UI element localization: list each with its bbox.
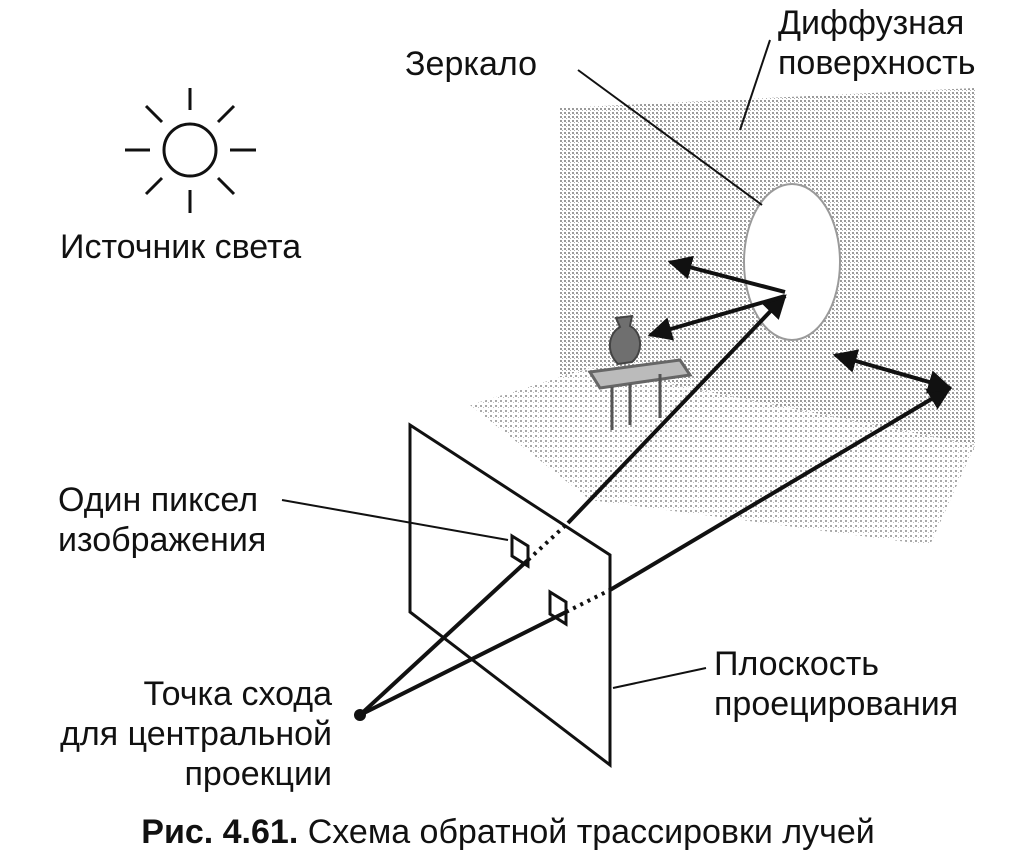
reflected-ray-2 [647,294,786,341]
pixel-leader [281,499,509,541]
table [587,358,693,430]
plane-leader [612,667,707,689]
ray-lower [359,386,953,717]
pixel-marker-upper [510,533,530,569]
diffuse-leader [739,39,771,131]
projection-plane-label-line2: проецирования [714,685,959,723]
caption-number: Рис. 4.61. [141,813,299,851]
vanishing-point-label-line1: Точка схода [143,675,333,713]
pixel-label-line2: изображения [58,521,267,559]
vanishing-point-label-line2: для центральной [60,715,332,753]
ray-upper [358,294,787,717]
floor [470,368,975,545]
diffuse-surface-label-line2: поверхность [778,44,976,82]
light-source-label: Источник света [60,228,302,266]
mirror [743,183,841,341]
diffuse-ray [832,349,953,394]
vanishing-point [354,709,366,721]
caption-text: Схема обратной трассировки лучей [307,813,875,851]
projection-plane-label-line1: Плоскость [714,645,880,683]
diffuse-surface-label-line1: Диффузная [778,4,965,42]
pixel-label-line1: Один пиксел [58,481,259,519]
reflected-ray-1 [667,255,786,294]
vanishing-point-label-line3: проекции [184,755,332,793]
vase [609,314,641,366]
mirror-leader [577,69,763,206]
figure-caption: Рис. 4.61. Схема обратной трассировки лу… [0,812,1016,852]
mirror-label: Зеркало [405,45,538,83]
pixel-marker-lower [548,589,568,627]
projection-plane [408,422,612,769]
sun-icon [125,88,256,213]
